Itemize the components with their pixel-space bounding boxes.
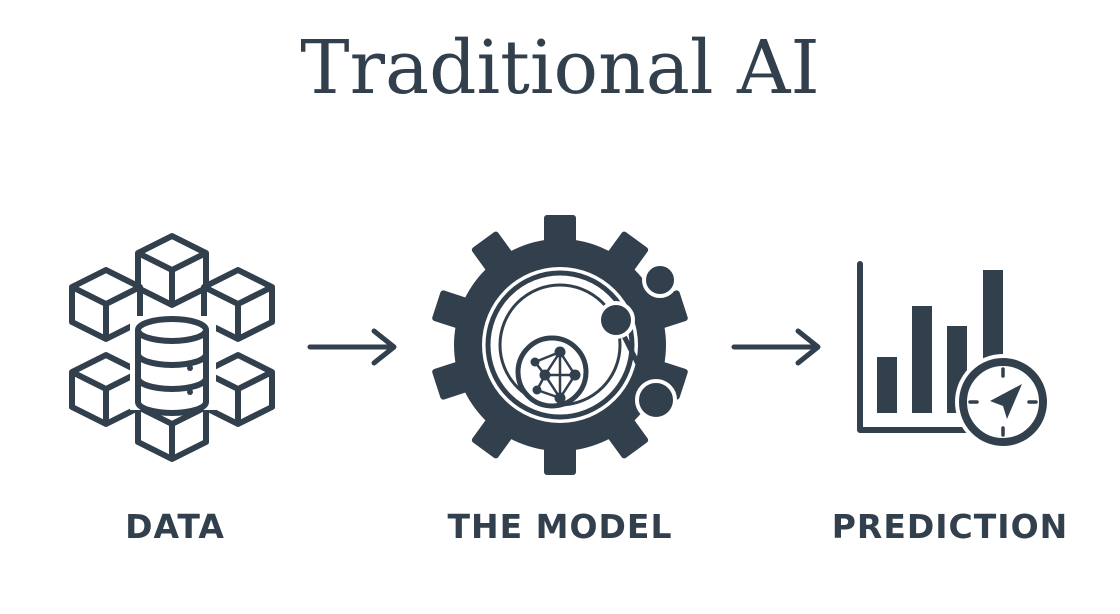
connector-nodes-icon xyxy=(597,262,678,421)
step-label-model: THE MODEL xyxy=(447,507,673,546)
step-label-data: DATA xyxy=(125,507,225,546)
gear-neural-network-icon xyxy=(432,215,688,475)
arrow-right-icon xyxy=(731,328,821,366)
compass-icon xyxy=(955,354,1051,450)
neural-network-icon xyxy=(515,335,589,409)
page-title: Traditional AI xyxy=(300,25,820,111)
database-icon xyxy=(130,316,216,416)
step-label-prediction: PREDICTION xyxy=(831,507,1069,546)
arrow-right-icon xyxy=(307,328,397,366)
bar-chart-compass-icon xyxy=(857,261,1051,450)
data-cubes-database-icon xyxy=(72,236,272,459)
